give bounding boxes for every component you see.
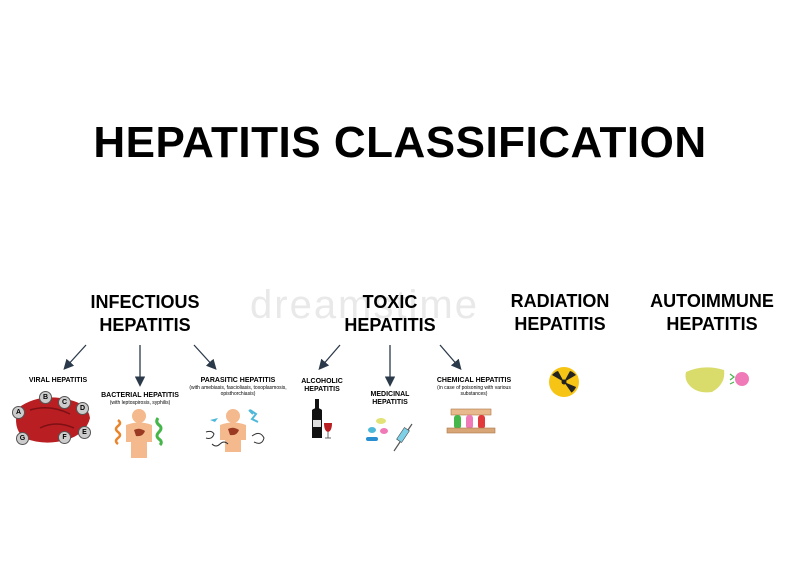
virus-letter-d: D (76, 402, 89, 415)
category-infectious: INFECTIOUS HEPATITIS (90, 292, 200, 335)
parasitic-body-icon (205, 409, 265, 452)
arrow-to-viral (63, 344, 87, 370)
subtype-viral-label: VIRAL HEPATITIS (28, 377, 88, 384)
subtype-parasitic: PARASITIC HEPATITIS (with amebiasis, fas… (188, 377, 288, 397)
arrow-to-chemical (439, 344, 462, 370)
radiation-icon (549, 367, 579, 397)
arrow-to-alcoholic (318, 344, 341, 370)
watermark: dreamstime (250, 283, 479, 327)
category-radiation: RADIATION HEPATITIS (510, 291, 610, 334)
bacterial-body-icon (114, 409, 163, 458)
virus-letters: B C D A E F G (10, 388, 100, 448)
virus-letter-a: A (12, 406, 25, 419)
subtype-parasitic-label: PARASITIC HEPATITIS (200, 377, 276, 384)
subtype-parasitic-note: (with amebiasis, fascioliasis, toxoplasm… (189, 385, 287, 397)
subtype-chemical-label: CHEMICAL HEPATITIS (436, 377, 512, 384)
subtype-medicinal-label: MEDICINAL HEPATITIS (370, 391, 410, 406)
virus-letter-c: C (58, 396, 71, 409)
arrow-to-parasitic (193, 344, 217, 370)
subtype-bacterial-note: (with leptospirosis, syphilis) (109, 400, 171, 406)
subtype-chemical: CHEMICAL HEPATITIS (in case of poisoning… (428, 377, 520, 397)
liver-virus-icon (16, 397, 90, 443)
subtype-bacterial: BACTERIAL HEPATITIS (with leptospirosis,… (92, 392, 188, 406)
pills-icon (366, 418, 388, 441)
subtype-bacterial-label: BACTERIAL HEPATITIS (101, 392, 179, 399)
subtype-chemical-note: (in case of poisoning with various subst… (437, 385, 511, 397)
wine-bottle-icon (312, 399, 322, 438)
test-tubes-icon (446, 408, 496, 434)
syringe-icon (393, 423, 413, 452)
virus-letter-e: E (78, 426, 91, 439)
wine-glass-icon (324, 423, 332, 439)
virus-letter-g: G (16, 432, 29, 445)
antibody-icon (729, 372, 749, 386)
category-autoimmune: AUTOIMMUNE HEPATITIS (650, 291, 774, 334)
virus-letter-f: F (58, 431, 71, 444)
category-toxic: TOXIC HEPATITIS (344, 292, 436, 335)
page-title: HEPATITIS CLASSIFICATION (93, 118, 707, 167)
subtype-alcoholic-label: ALCOHOLIC HEPATITIS (301, 378, 343, 393)
autoimmune-liver-icon (685, 367, 725, 393)
virus-letter-b: B (39, 391, 52, 404)
